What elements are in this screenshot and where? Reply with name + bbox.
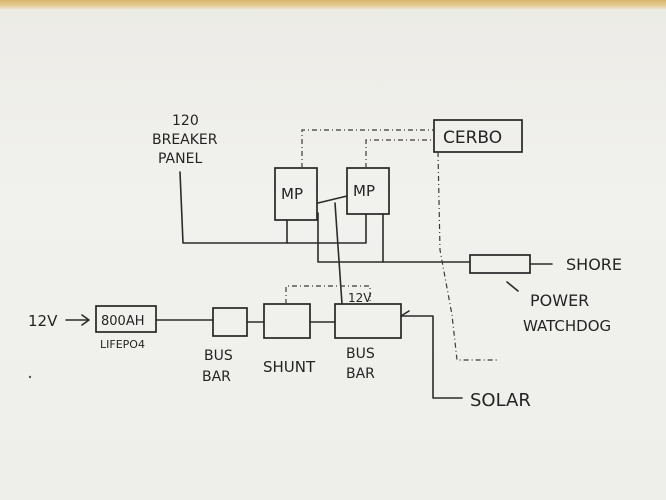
power-watchdog-box [469, 254, 531, 274]
bus-bar-left-label-1: BUS [204, 348, 233, 364]
battery-label: 800AH [101, 314, 144, 329]
shore-wire-left [317, 212, 471, 263]
shunt-box [263, 303, 311, 339]
cerbo-mp-line [365, 139, 434, 168]
solar-arrow [400, 310, 410, 317]
solar-label: SOLAR [470, 390, 531, 411]
bus-bar-right-box [334, 303, 402, 339]
cerbo-bus-line [437, 151, 498, 361]
cerbo-label: CERBO [443, 128, 502, 148]
shunt-label: SHUNT [263, 358, 316, 376]
input-arrow-head [81, 314, 90, 326]
battery-box [95, 305, 157, 333]
shunt-sense-line [285, 285, 371, 304]
input-12v-label: 12V [28, 312, 58, 330]
watchdog-label: WATCHDOG [523, 317, 611, 335]
bus-bar-right-label-1: BUS [346, 346, 375, 362]
multiplus-right-label: MP [353, 182, 375, 200]
desk-edge [0, 0, 666, 10]
bus-bar-left-box [212, 307, 248, 337]
breaker-label-breaker: BREAKER [152, 132, 218, 148]
mp-ac-out-wire [286, 213, 367, 244]
solar-wire [400, 315, 463, 399]
lifepo-label: LIFEPO4 [100, 338, 145, 351]
breaker-panel-wire [179, 171, 288, 244]
watchdog-pointer [506, 281, 519, 292]
pencil-dot [28, 375, 32, 379]
busbar-12v-label: 12V [348, 291, 372, 305]
cerbo-box [433, 119, 523, 153]
multiplus-left-label: MP [281, 185, 303, 203]
shore-label: SHORE [566, 255, 622, 274]
mp-dc-wire [334, 202, 343, 305]
breaker-label-120: 120 [172, 113, 199, 129]
cerbo-ve-bus-line [301, 129, 434, 168]
bus-bar-left-label-2: BAR [202, 369, 231, 385]
multiplus-left-box [274, 167, 318, 221]
power-label: POWER [530, 291, 589, 310]
multiplus-right-box [346, 167, 390, 215]
breaker-label-panel: PANEL [158, 151, 202, 167]
mp-link-wire [317, 195, 348, 204]
bus-bar-right-label-2: BAR [346, 366, 375, 382]
